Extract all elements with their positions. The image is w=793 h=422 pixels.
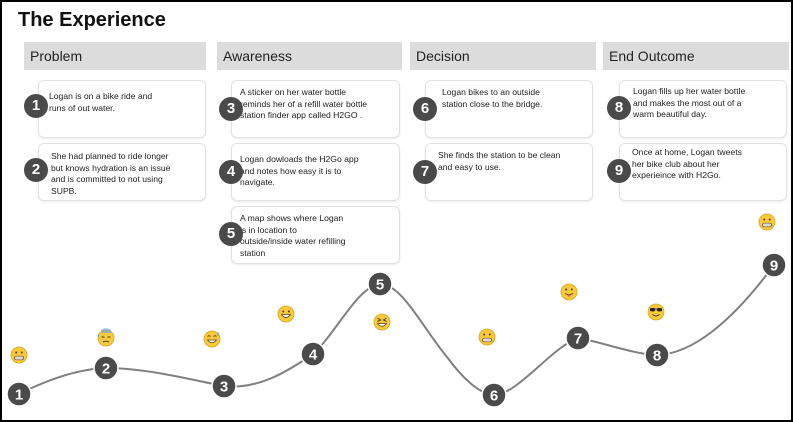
grinning-sweat-face-icon — [203, 330, 221, 348]
grimacing-face-icon — [758, 213, 776, 231]
journey-node-2: 2 — [93, 355, 119, 381]
journey-node-6: 6 — [481, 382, 507, 408]
journey-node-9: 9 — [761, 252, 787, 278]
column-header-end-outcome: End Outcome — [603, 42, 789, 70]
step-badge: 3 — [219, 97, 243, 121]
grimacing-face-icon — [10, 346, 28, 364]
svg-text:8: 8 — [653, 348, 661, 365]
downcast-sweat-face-icon — [97, 328, 115, 347]
step-badge: 7 — [413, 160, 437, 184]
svg-text:4: 4 — [309, 347, 318, 364]
svg-text:5: 5 — [376, 277, 384, 294]
svg-text:7: 7 — [574, 331, 582, 348]
journey-node-3: 3 — [211, 373, 237, 399]
svg-text:1: 1 — [15, 387, 23, 404]
svg-text:6: 6 — [490, 388, 498, 405]
sunglasses-face-icon — [647, 303, 665, 321]
column-header-decision: Decision — [410, 42, 596, 70]
journey-node-8: 8 — [644, 342, 670, 368]
step-badge: 5 — [219, 222, 243, 246]
step-badge: 2 — [24, 158, 48, 182]
page-title: The Experience — [18, 9, 166, 31]
svg-text:3: 3 — [220, 379, 228, 396]
svg-text:9: 9 — [770, 258, 778, 275]
grinning-face-icon — [277, 305, 295, 323]
step-badge: 6 — [413, 97, 437, 121]
tongue-out-face-icon — [560, 283, 578, 301]
journey-node-1: 1 — [6, 381, 32, 407]
step-badge: 9 — [607, 159, 631, 183]
laughing-squint-face-icon — [373, 313, 391, 331]
step-badge: 1 — [24, 94, 48, 118]
column-header-problem: Problem — [24, 42, 206, 70]
grimacing-face-icon — [478, 328, 496, 346]
journey-node-4: 4 — [300, 341, 326, 367]
journey-node-7: 7 — [565, 325, 591, 351]
column-header-awareness: Awareness — [217, 42, 402, 70]
journey-node-5: 5 — [367, 271, 393, 297]
journey-curve — [18, 264, 775, 397]
step-badge: 8 — [607, 96, 631, 120]
step-badge: 4 — [219, 160, 243, 184]
svg-text:2: 2 — [102, 361, 110, 378]
